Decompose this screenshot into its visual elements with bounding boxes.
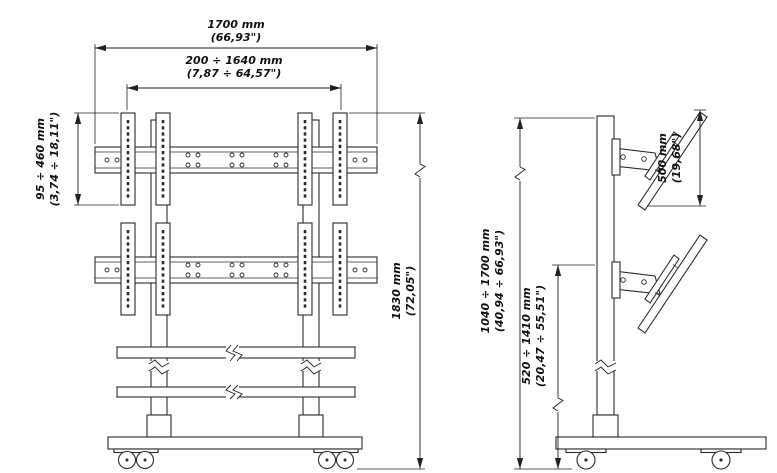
caster-side-left bbox=[565, 448, 607, 470]
side-upper-mount-height-inch: (40,94 ÷ 66,93") bbox=[493, 230, 506, 332]
dim-side-upper-mount-height: 1040 ÷ 1700 mm (40,94 ÷ 66,93") bbox=[479, 117, 595, 470]
front-view: 1700 mm (66,93") 200 ÷ 1640 mm (7,87 ÷ 6… bbox=[34, 18, 426, 470]
side-screen-mount-height-mm: 500 mm bbox=[656, 133, 669, 183]
dim-front-total-width: 1700 mm (66,93") bbox=[94, 18, 378, 144]
front-total-height-mm: 1830 mm bbox=[390, 262, 403, 319]
side-view: 500 mm (19,68") 1040 ÷ 1700 mm (40,94 ÷ … bbox=[479, 109, 767, 470]
front-mount-width-mm: 200 ÷ 1640 mm bbox=[185, 54, 282, 67]
caster-front-right bbox=[313, 448, 359, 470]
upper-screen-panel bbox=[637, 111, 708, 211]
front-bracket-height-mm: 95 ÷ 460 mm bbox=[34, 118, 47, 200]
lower-rail bbox=[94, 256, 378, 284]
upper-vesa-plate bbox=[644, 131, 680, 181]
side-lower-mount-height-inch: (20,47 ÷ 55,51") bbox=[534, 285, 547, 387]
front-total-width-mm: 1700 mm bbox=[207, 18, 264, 31]
caster-front-left bbox=[113, 448, 159, 470]
side-lower-mount-height-mm: 520 ÷ 1410 mm bbox=[520, 287, 533, 384]
front-mount-width-inch: (7,87 ÷ 64,57") bbox=[187, 67, 282, 80]
dim-side-lower-mount-height: 520 ÷ 1410 mm (20,47 ÷ 55,51") bbox=[520, 264, 595, 469]
front-total-height-inch: (72,05") bbox=[404, 266, 417, 317]
front-bracket-height-inch: (3,74 ÷ 18,11") bbox=[48, 112, 61, 207]
side-upper-mount-height-mm: 1040 ÷ 1700 mm bbox=[479, 229, 492, 334]
front-base bbox=[107, 436, 363, 470]
side-base bbox=[555, 436, 767, 470]
side-column bbox=[592, 115, 619, 438]
upper-screen-side bbox=[611, 111, 708, 211]
front-shelves bbox=[116, 344, 356, 400]
side-screen-mount-height-inch: (19,68") bbox=[670, 133, 683, 184]
lower-screen-panel bbox=[637, 234, 708, 334]
upper-rail bbox=[94, 146, 378, 174]
dim-front-bracket-height-range: 95 ÷ 460 mm (3,74 ÷ 18,11") bbox=[34, 112, 119, 207]
front-total-width-inch: (66,93") bbox=[211, 31, 262, 44]
dim-front-mount-width-range: 200 ÷ 1640 mm (7,87 ÷ 64,57") bbox=[126, 54, 342, 110]
lower-vesa-plate bbox=[644, 254, 680, 304]
caster-side-right bbox=[700, 448, 742, 470]
lower-screen-side bbox=[611, 234, 708, 334]
dim-front-total-height: 1830 mm (72,05") bbox=[349, 112, 426, 470]
dim-side-screen-mount-height: 500 mm (19,68") bbox=[647, 109, 706, 207]
